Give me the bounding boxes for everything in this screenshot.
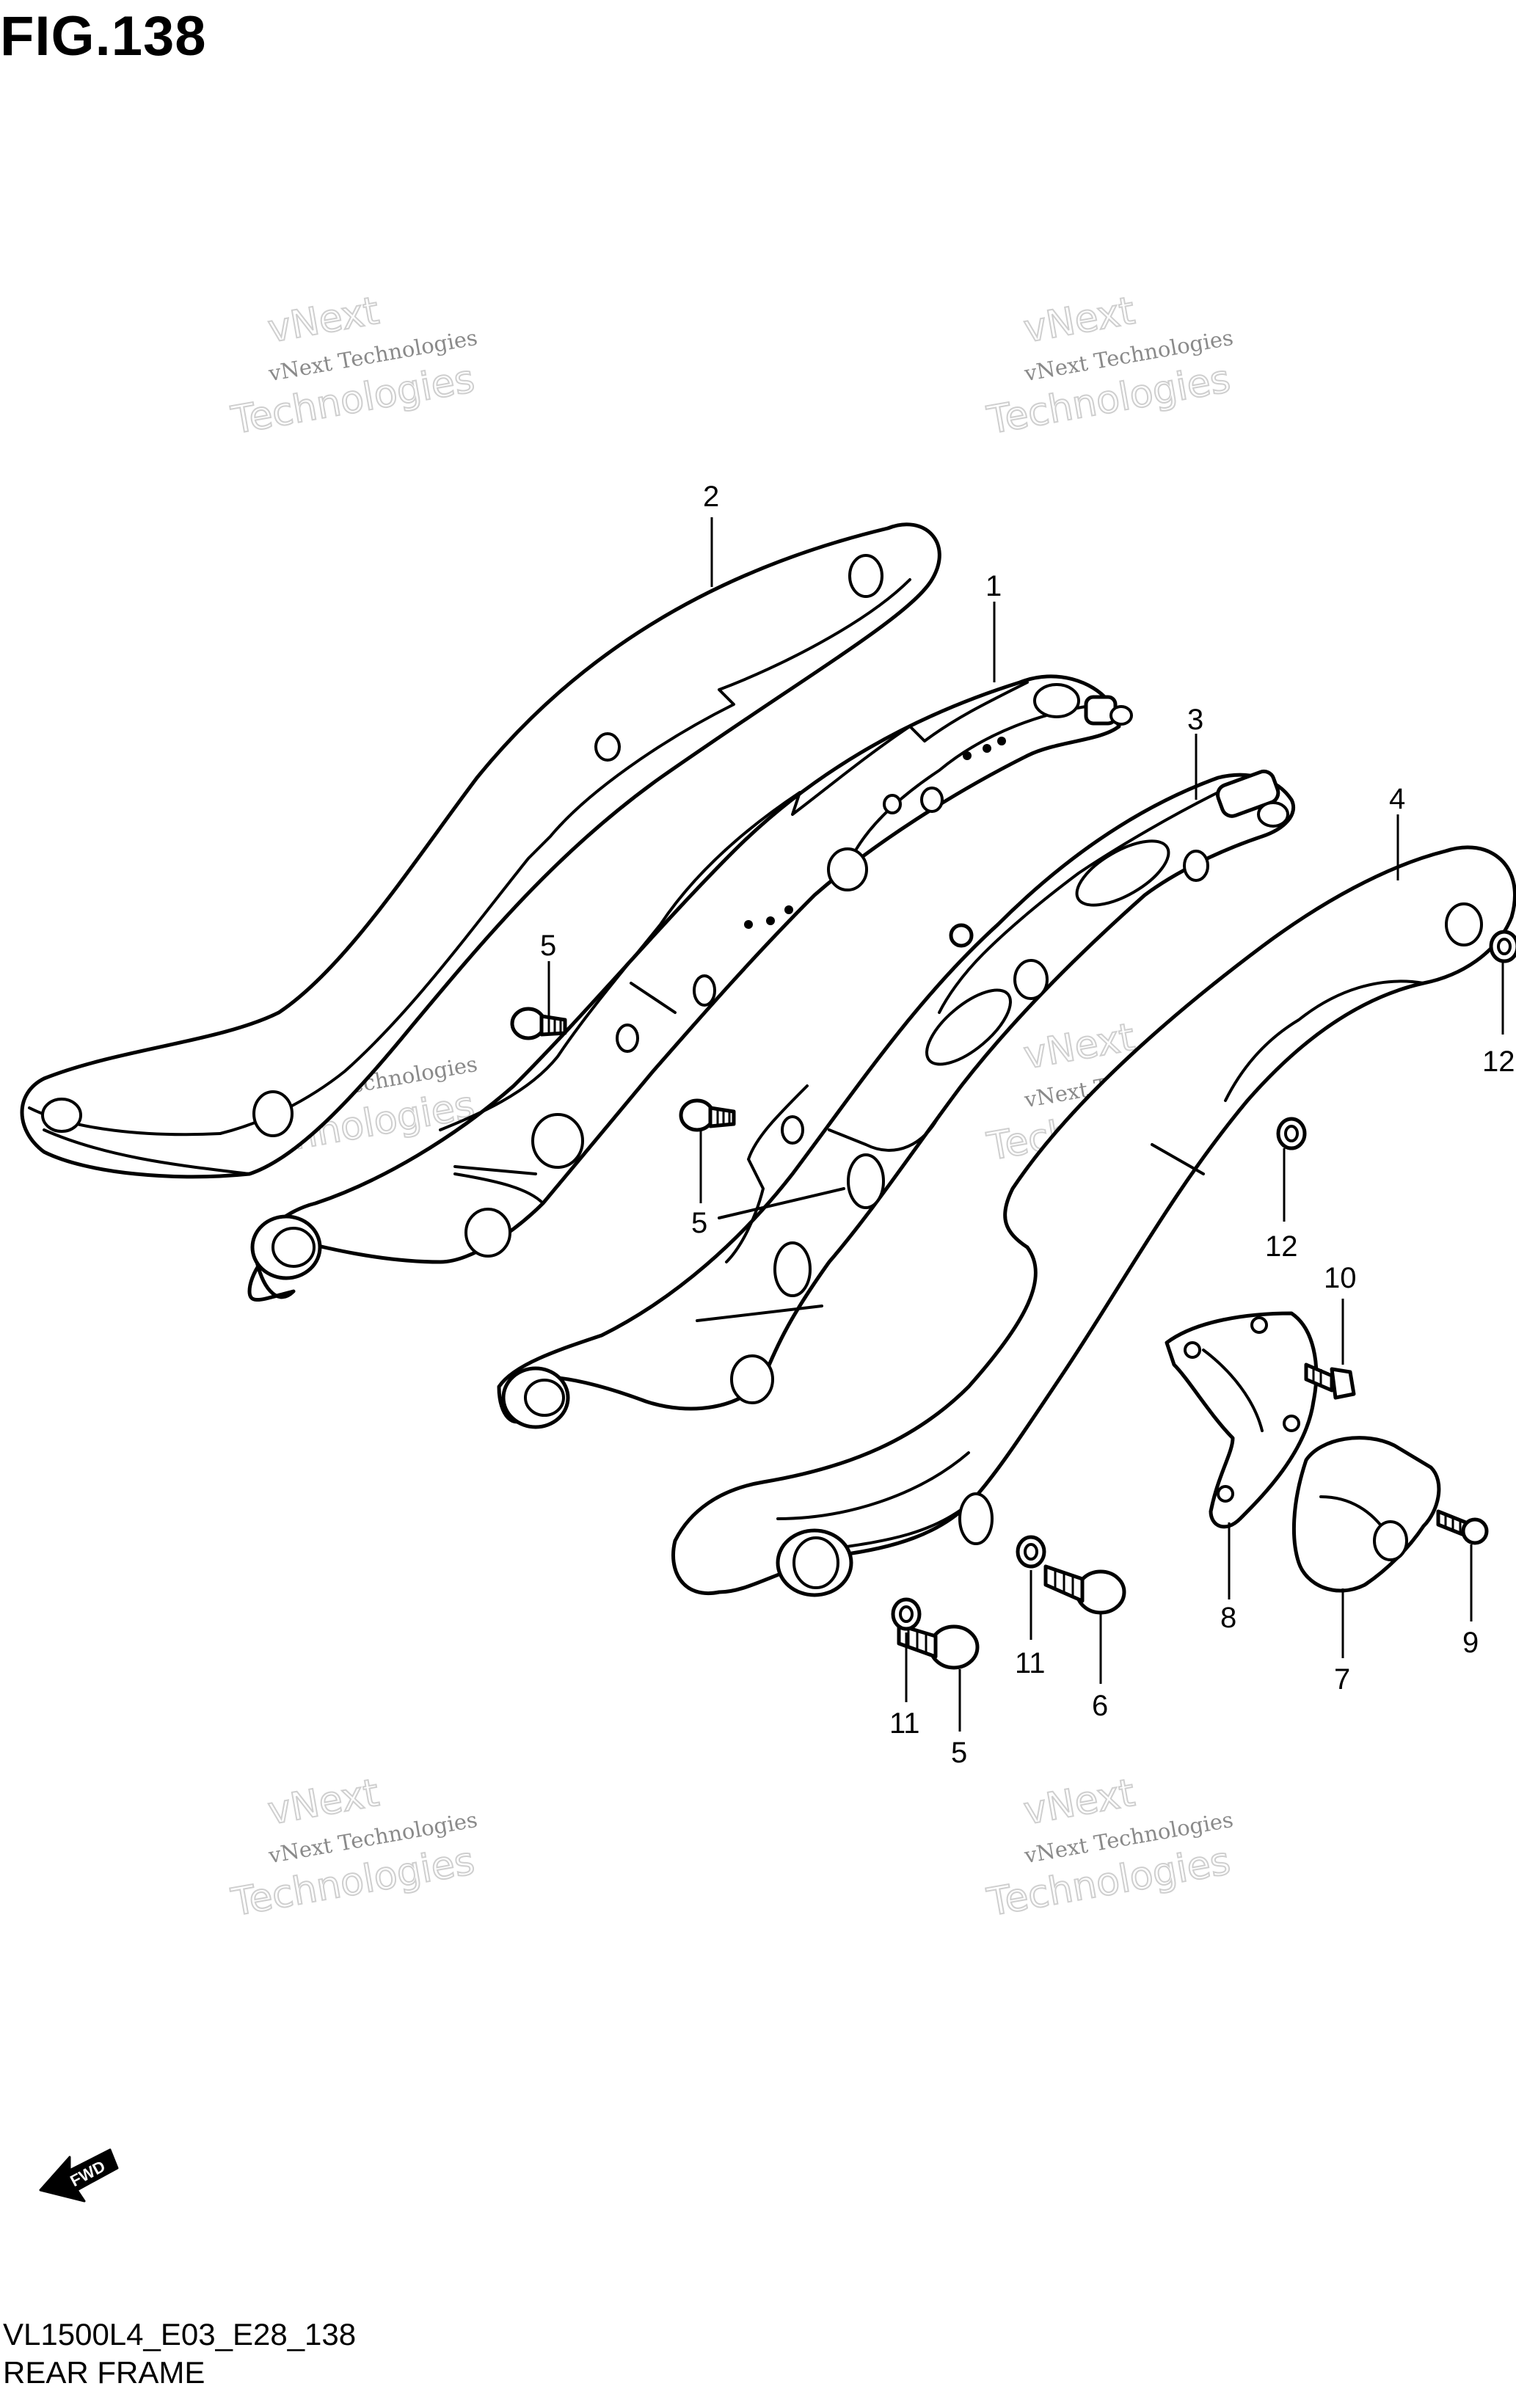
watermark-top-left: vNext Technologies vNext Technologies [227,288,479,444]
bolt-hole [848,554,883,598]
part-2-frame-left-outer [20,522,941,1179]
callout-5: 5 [691,1207,707,1239]
callout-6: 6 [1092,1690,1108,1722]
part-8-bracket [1165,1311,1319,1529]
part-9-screw [1436,1509,1489,1545]
callout-8: 8 [1220,1602,1236,1634]
part-4-frame-right-outer [671,845,1516,1597]
watermark-vnext: vNext [1021,1771,1138,1834]
callout-labels: 2 1 3 4 5 5 12 12 10 8 7 9 11 6 11 5 [540,481,1515,1769]
watermark-vnext: vNext [265,289,382,351]
figure-title: FIG.138 [0,5,207,68]
part-5-bolt-upper [510,1007,567,1040]
part-6-bolt [1043,1564,1126,1615]
callout-10: 10 [1324,1262,1357,1294]
callout-4: 4 [1389,783,1405,815]
callout-12: 12 [1265,1230,1298,1263]
part-11-washer-a [1016,1535,1046,1569]
part-5-bolt-lower [897,1623,980,1670]
bolt-hole [594,732,621,762]
callout-9: 9 [1462,1627,1479,1659]
fwd-arrow-icon: FWD [39,2148,119,2203]
callout-5: 5 [540,930,556,962]
callout-12: 12 [1482,1046,1515,1078]
part-10-bolt [1304,1362,1356,1400]
callout-3: 3 [1187,704,1203,736]
part-5-bolt-middle [679,1098,736,1132]
part-12-washer-b [1276,1117,1307,1150]
part-3-frame-right-inner [497,769,1296,1429]
callout-2: 2 [703,481,719,513]
part-12-washer-a [1489,930,1516,963]
callout-5: 5 [951,1737,967,1769]
watermark-vnext: vNext [1021,289,1138,351]
callout-7: 7 [1334,1663,1350,1696]
part-1-frame-left-inner [247,674,1133,1302]
watermark-top-right: vNext Technologies vNext Technologies [983,288,1235,444]
callout-1: 1 [985,570,1002,602]
part-11-washer-b [891,1597,922,1631]
watermark-bottom-right: vNext Technologies vNext Technologies [983,1770,1235,1926]
watermark-vnext: vNext [265,1771,382,1834]
bolt-hole [41,1098,82,1133]
watermark-bottom-left: vNext Technologies vNext Technologies [227,1770,479,1926]
model-code: VL1500L4_E03_E28_138 [3,2317,357,2352]
callout-11: 11 [1015,1647,1046,1679]
leader-lines [547,517,1504,1732]
callout-11: 11 [889,1707,920,1740]
section-name: REAR FRAME [3,2355,205,2390]
part-7-damper-block [1291,1436,1441,1593]
bolt-hole [252,1090,294,1137]
